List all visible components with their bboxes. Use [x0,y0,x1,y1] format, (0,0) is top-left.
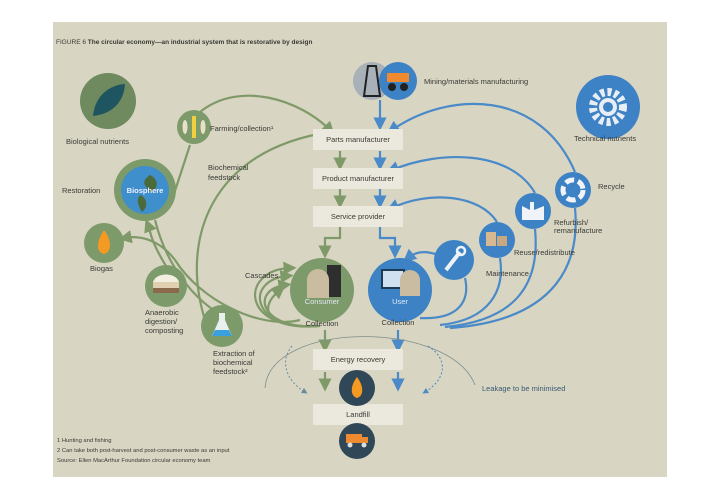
reuse-label: Reuse/redistribute [514,248,575,257]
leakage-label: Leakage to be minimised [482,384,565,393]
boxes-icon [479,222,515,258]
gear-icon [576,75,640,139]
consumer-collection-label: Collection [306,319,339,328]
recycle-label: Recycle [598,182,625,191]
svg-text:Parts manufacturer: Parts manufacturer [326,135,390,144]
globe-icon: Biosphere [114,159,176,221]
svg-text:Energy recovery: Energy recovery [331,355,386,364]
landfill-truck-icon [339,423,375,459]
svg-text:Landfill: Landfill [346,410,370,419]
figure-title: FIGURE 6 The circular economy—an industr… [56,39,313,46]
svg-text:User: User [392,297,408,306]
svg-text:Product manufacturer: Product manufacturer [322,174,395,183]
biogas-label: Biogas [90,264,113,273]
energy-flame-icon [339,370,375,406]
footnotes: 1 Hunting and fishing 2 Can take both po… [57,438,231,464]
leaf-icon [80,73,136,129]
technical-flows [373,100,577,392]
user-computer-icon: User [368,258,432,322]
technical-nutrients-label: Technical nutrients [574,134,636,143]
wrench-icon [434,240,474,280]
farming-label: Farming/collection¹ [210,124,274,133]
wheat-fish-icon [177,110,211,144]
refurbish-label: Refurbish/remanufacture [554,218,602,235]
mining-label: Mining/materials manufacturing [424,77,528,86]
compost-icon [145,265,187,307]
mining-truck-icon [379,62,417,100]
landfill-box: Landfill [313,404,403,425]
oil-rig-icon [353,62,391,100]
flask-icon [201,305,243,347]
factory-icon [515,193,551,229]
maintenance-label: Maintenance [486,269,529,278]
parts-manufacturer-box: Parts manufacturer [313,129,403,150]
flame-icon [84,223,124,263]
svg-text:Consumer: Consumer [305,297,340,306]
consumer-icon: Consumer [290,258,354,322]
product-manufacturer-box: Product manufacturer [313,168,403,189]
service-provider-box: Service provider [313,206,403,227]
svg-text:Biosphere: Biosphere [127,186,164,195]
biological-nutrients-label: Biological nutrients [66,137,129,146]
energy-recovery-box: Energy recovery [313,349,403,370]
user-collection-label: Collection [382,318,415,327]
svg-text:Service provider: Service provider [331,212,386,221]
cascades-label: Cascades [245,271,279,280]
recycle-icon [555,172,591,208]
restoration-label: Restoration [62,186,100,195]
